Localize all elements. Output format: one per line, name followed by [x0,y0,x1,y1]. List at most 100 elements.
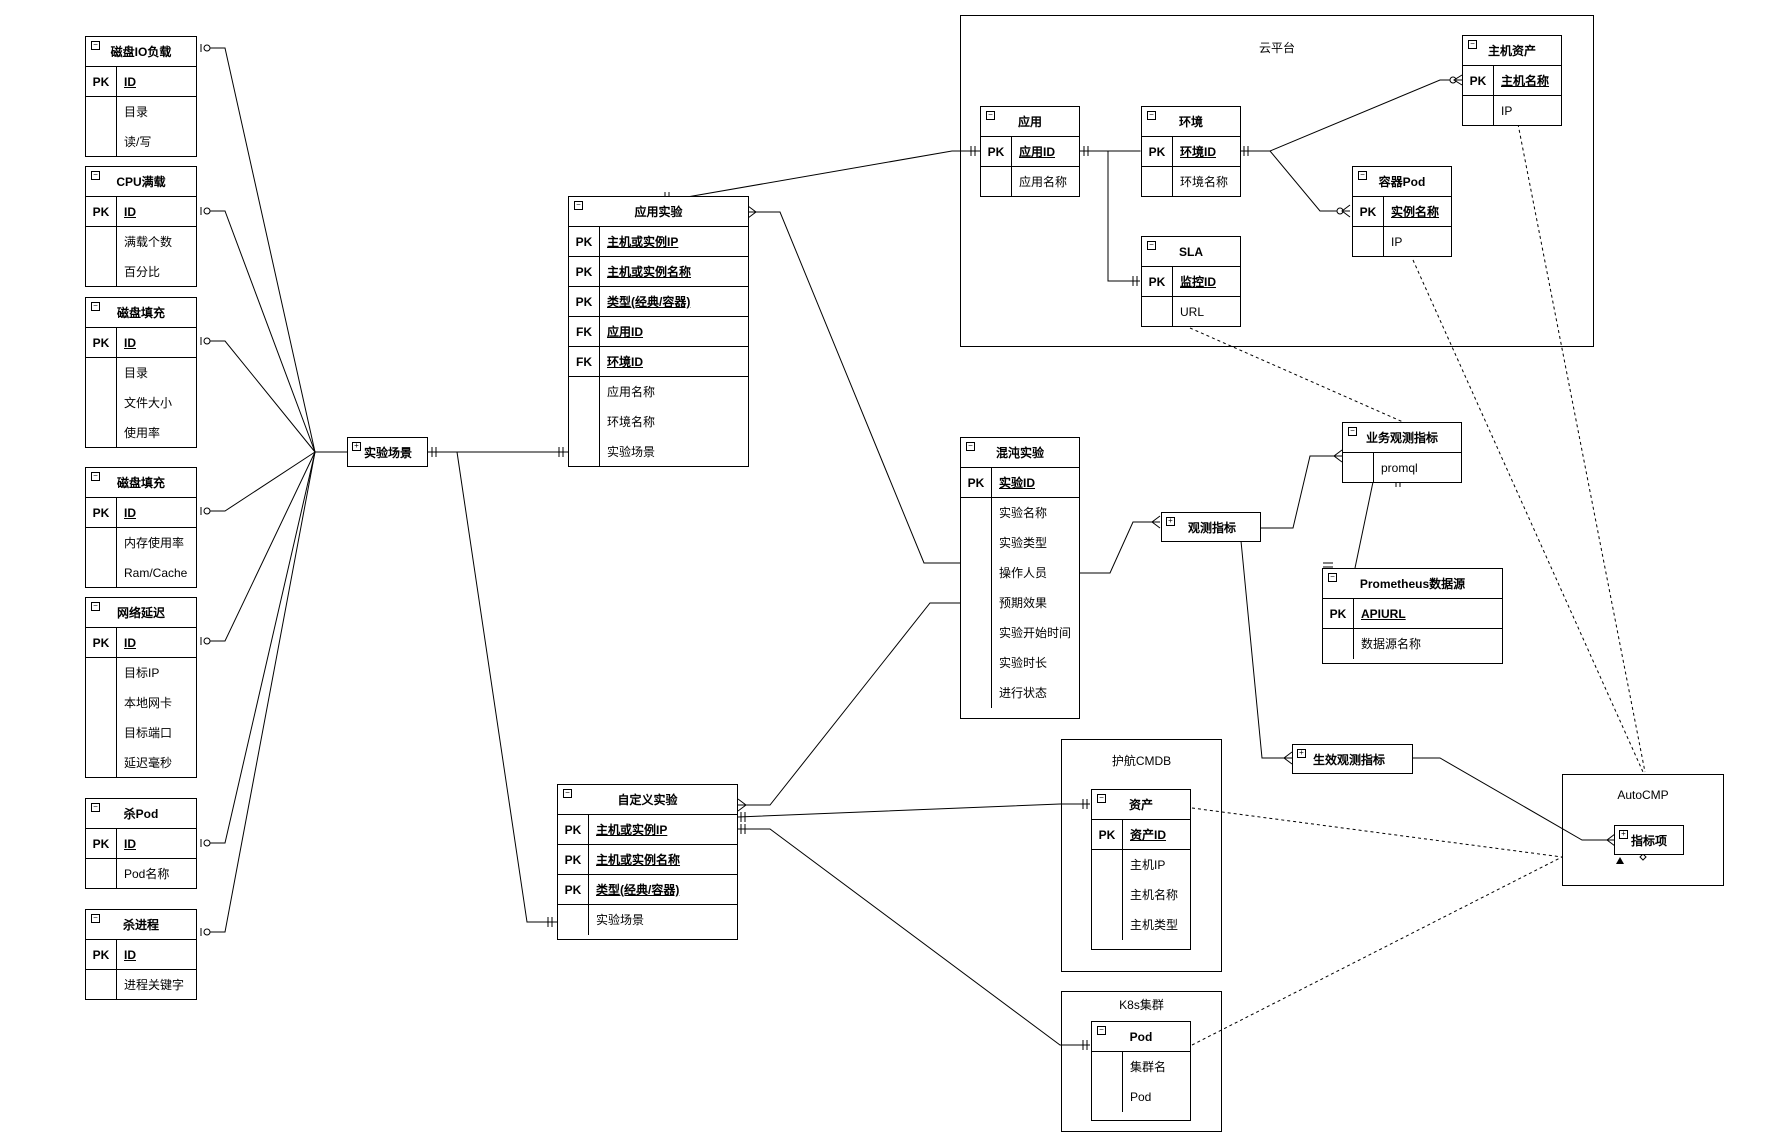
field-row[interactable]: 使用率 [86,418,196,448]
field-row[interactable]: 实验时长 [961,648,1079,678]
field-row[interactable]: IP [1463,96,1561,126]
collapse-icon[interactable]: − [91,171,100,180]
field-row[interactable]: 百分比 [86,257,196,287]
scene-node[interactable]: +实验场景 [347,437,428,467]
collapse-icon[interactable]: − [91,472,100,481]
field-row[interactable]: 内存使用率 [86,528,196,558]
collapse-icon[interactable]: − [1147,111,1156,120]
field-row[interactable]: 数据源名称 [1323,629,1502,659]
field-row[interactable]: 文件大小 [86,388,196,418]
observe-metric-node[interactable]: +观测指标 [1161,512,1261,542]
field-row[interactable]: 进程关键字 [86,970,196,1000]
field-row[interactable]: 环境名称 [569,407,748,437]
field-row[interactable]: 目标端口 [86,718,196,748]
field-row[interactable]: 预期效果 [961,588,1079,618]
expand-icon[interactable]: + [1619,830,1628,839]
field-row[interactable]: 延迟毫秒 [86,748,196,778]
field-row[interactable]: 应用名称 [569,377,748,407]
field-row[interactable]: promql [1343,453,1461,483]
collapse-icon[interactable]: − [91,602,100,611]
collapse-icon[interactable]: − [1358,171,1367,180]
field-row[interactable]: 实验场景 [558,905,737,935]
field-row[interactable]: Ram/Cache [86,558,196,588]
field-row[interactable]: 环境名称 [1142,167,1240,197]
field-row[interactable]: 目标IP [86,658,196,688]
field-row[interactable]: Pod [1092,1082,1190,1112]
collapse-icon[interactable]: − [1328,573,1337,582]
field-row[interactable]: IP [1353,227,1451,257]
field-row[interactable]: 主机名称 [1092,880,1190,910]
collapse-icon[interactable]: − [91,914,100,923]
collapse-icon[interactable]: − [91,302,100,311]
expand-icon[interactable]: + [1166,517,1175,526]
collapse-icon[interactable]: − [1468,40,1477,49]
field-row[interactable]: 本地网卡 [86,688,196,718]
collapse-icon[interactable]: − [91,41,100,50]
collapse-icon[interactable]: − [91,803,100,812]
field-row[interactable]: 读/写 [86,127,196,157]
collapse-icon[interactable]: − [966,442,975,451]
effective-metric-node[interactable]: +生效观测指标 [1292,744,1413,774]
expand-icon[interactable]: + [1297,749,1306,758]
field-row[interactable]: 满载个数 [86,227,196,257]
field-row[interactable]: 目录 [86,97,196,127]
field-row[interactable]: URL [1142,297,1240,327]
collapse-icon[interactable]: − [1097,794,1106,803]
collapse-icon[interactable]: − [1147,241,1156,250]
field-row[interactable]: Pod名称 [86,859,196,889]
field-row[interactable]: 实验开始时间 [961,618,1079,648]
field-row[interactable]: 应用名称 [981,167,1079,197]
collapse-icon[interactable]: − [563,789,572,798]
field-row[interactable]: 主机IP [1092,850,1190,880]
field-row[interactable]: 操作人员 [961,558,1079,588]
field-row[interactable]: 主机类型 [1092,910,1190,940]
field-row[interactable]: 实验场景 [569,437,748,467]
collapse-icon[interactable]: − [1097,1026,1106,1035]
field-row[interactable]: 实验名称 [961,498,1079,528]
collapse-icon[interactable]: − [986,111,995,120]
field-row[interactable]: 实验类型 [961,528,1079,558]
expand-icon[interactable]: + [352,442,361,451]
indicator-item-node[interactable]: +指标项 [1614,825,1684,855]
field-row[interactable]: 进行状态 [961,678,1079,708]
field-row[interactable]: 目录 [86,358,196,388]
